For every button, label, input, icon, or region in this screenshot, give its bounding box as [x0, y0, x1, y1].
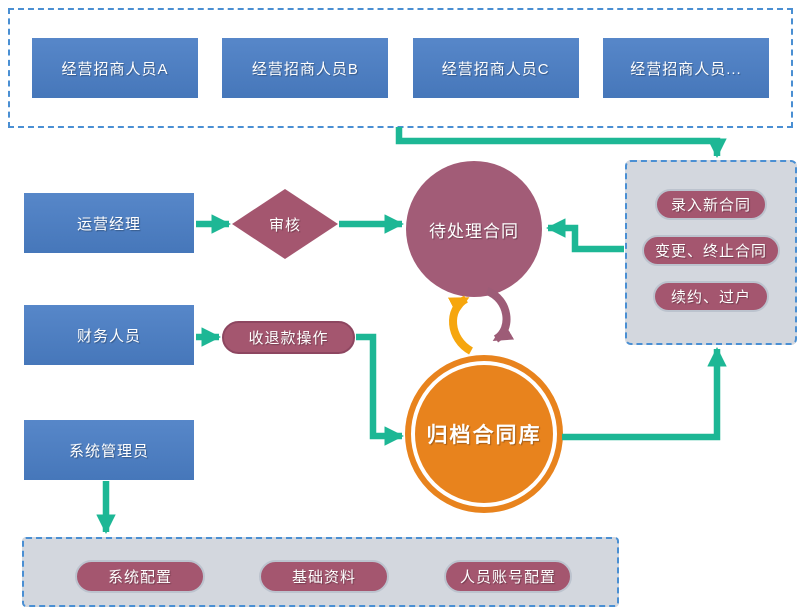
arrow-actions-to-pending — [546, 218, 624, 253]
node-label: 经营招商人员... — [630, 60, 742, 78]
node-label: 系统配置 — [107, 569, 172, 586]
node-label: 录入新合同 — [670, 197, 751, 214]
node-archive-library: 归档合同库 — [405, 355, 563, 513]
node-system-config: 系统配置 — [75, 560, 205, 593]
node-system-admin: 系统管理员 — [24, 420, 194, 480]
node-label: 财务人员 — [76, 327, 141, 345]
node-sales-staff-c: 经营招商人员C — [412, 38, 579, 98]
node-label: 人员账号配置 — [459, 569, 556, 586]
node-label: 基础资料 — [291, 569, 356, 586]
sales-staff-group-panel: 经营招商人员A 经营招商人员B 经营招商人员C 经营招商人员... — [8, 8, 793, 128]
node-label: 变更、终止合同 — [654, 243, 767, 260]
node-base-data: 基础资料 — [259, 560, 389, 593]
node-label: 续约、过户 — [670, 289, 751, 306]
node-label: 运营经理 — [76, 215, 141, 233]
node-sales-staff-b: 经营招商人员B — [222, 38, 389, 98]
node-change-terminate: 变更、终止合同 — [642, 235, 780, 266]
node-sales-staff-more: 经营招商人员... — [602, 38, 769, 98]
node-operations-manager: 运营经理 — [24, 193, 194, 253]
swap-arrow-down — [485, 287, 515, 343]
arrow-refund-to-archive — [356, 333, 404, 446]
admin-actions-panel: 系统配置 基础资料 人员账号配置 — [22, 537, 619, 607]
arrow-salesgroup-to-actions — [395, 127, 727, 158]
node-label: 归档合同库 — [426, 424, 542, 447]
swap-arrow-up — [447, 295, 474, 355]
arrow-archive-to-actions — [562, 347, 727, 441]
node-label: 审核 — [268, 216, 301, 234]
contract-actions-panel: 录入新合同 变更、终止合同 续约、过户 — [625, 160, 797, 345]
node-account-config: 人员账号配置 — [444, 560, 572, 593]
node-label: 收退款操作 — [248, 330, 329, 347]
node-pending-contracts: 待处理合同 — [406, 161, 542, 297]
node-payment-refund: 收退款操作 — [222, 321, 355, 354]
node-label: 经营招商人员A — [61, 60, 169, 78]
node-label: 待处理合同 — [429, 221, 519, 241]
node-finance-staff: 财务人员 — [24, 305, 194, 365]
node-label: 经营招商人员B — [251, 60, 359, 78]
node-sales-staff-a: 经营招商人员A — [32, 38, 198, 98]
node-label: 系统管理员 — [68, 442, 149, 460]
node-new-contract: 录入新合同 — [655, 189, 767, 220]
node-renew-transfer: 续约、过户 — [653, 281, 769, 312]
node-label: 经营招商人员C — [441, 60, 550, 78]
node-review-diamond: 审核 — [232, 189, 338, 259]
archive-inner-ring — [411, 361, 557, 507]
